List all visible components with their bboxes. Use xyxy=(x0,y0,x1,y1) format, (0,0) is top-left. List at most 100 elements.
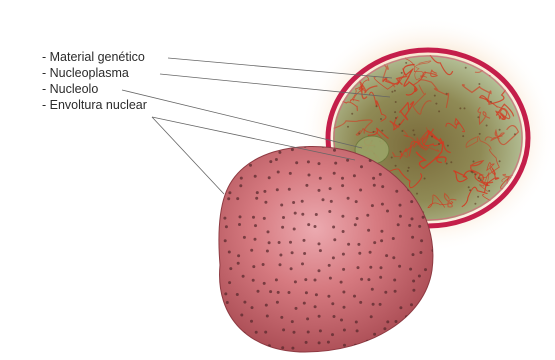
nuclear-pore xyxy=(333,172,336,175)
nuclear-pore xyxy=(224,292,227,295)
label-material-genetico: - Material genético xyxy=(42,50,145,65)
nuclear-pore xyxy=(342,268,345,271)
nuclear-pore xyxy=(277,291,280,294)
nuclear-pore xyxy=(250,320,253,323)
nuclear-pore xyxy=(238,158,241,161)
nucleoplasm-dot xyxy=(499,160,501,162)
nuclear-pore xyxy=(359,189,362,192)
nuclear-pore xyxy=(318,341,321,344)
nucleoplasm-dot xyxy=(490,101,492,103)
nuclear-pore xyxy=(410,200,413,203)
nucleoplasm-dot xyxy=(477,196,479,198)
nucleoplasm-dot xyxy=(408,167,410,169)
nuclear-pore xyxy=(318,189,321,192)
nuclear-pore xyxy=(268,176,271,179)
nuclear-pore xyxy=(252,216,255,219)
nuclear-pore xyxy=(411,236,414,239)
nucleoplasm-dot xyxy=(464,107,466,109)
nuclear-pore xyxy=(357,266,360,269)
nuclear-pore xyxy=(257,290,260,293)
nuclear-pore xyxy=(254,224,257,227)
nuclear-pore xyxy=(280,316,283,319)
nuclear-pore xyxy=(393,279,396,282)
nucleoplasm-dot xyxy=(358,133,360,135)
nuclear-pore xyxy=(306,317,309,320)
nucleoplasm-dot xyxy=(468,186,470,188)
nuclear-pore xyxy=(381,203,384,206)
nuclear-pore xyxy=(276,188,279,191)
nuclear-pore xyxy=(249,347,252,350)
nuclear-pore xyxy=(214,186,217,189)
nucleoplasm-dot xyxy=(412,129,414,131)
nuclear-pore xyxy=(269,290,272,293)
nucleoplasm-dot xyxy=(486,125,488,127)
nuclear-pore xyxy=(243,236,246,239)
nucleoplasm-dot xyxy=(407,170,409,172)
nuclear-pore xyxy=(254,238,257,241)
nuclear-pore xyxy=(395,331,398,334)
nuclear-pore xyxy=(282,216,285,219)
nuclear-pore xyxy=(277,171,280,174)
nuclear-pore xyxy=(216,254,219,257)
nuclear-pore xyxy=(331,302,334,305)
nuclear-pore xyxy=(294,212,297,215)
nuclear-pore xyxy=(291,347,294,350)
nucleoplasm-dot xyxy=(514,133,516,135)
nucleoplasm-dot xyxy=(394,111,396,113)
nuclear-pore xyxy=(342,253,345,256)
nuclear-pore xyxy=(355,321,358,324)
nuclear-pore xyxy=(432,329,435,332)
nucleoplasm-dot xyxy=(401,72,403,74)
nuclear-pore xyxy=(330,200,333,203)
nuclear-pore xyxy=(236,197,239,200)
nuclear-pore xyxy=(293,228,296,231)
nuclear-pore xyxy=(399,204,402,207)
nucleoplasm-dot xyxy=(438,143,440,145)
nucleoplasm-dot xyxy=(446,163,448,165)
nuclear-pore xyxy=(226,301,229,304)
nuclear-pore xyxy=(228,281,231,284)
nuclear-pore xyxy=(255,331,258,334)
nuclear-pore xyxy=(225,225,228,228)
nuclear-pore xyxy=(410,303,413,306)
nuclear-pore xyxy=(418,275,421,278)
nuclear-pore xyxy=(322,198,325,201)
nuclear-pore xyxy=(379,303,382,306)
nucleoplasm-dot xyxy=(474,203,476,205)
nucleoplasm-dot xyxy=(478,177,480,179)
nuclear-pore xyxy=(343,344,346,347)
label-nucleoplasma: - Nucleoplasma xyxy=(42,66,129,81)
nuclear-pore xyxy=(214,229,217,232)
nuclear-pore xyxy=(355,200,358,203)
nuclear-pore xyxy=(250,249,253,252)
nuclear-pore xyxy=(386,320,389,323)
nuclear-pore xyxy=(263,217,266,220)
nucleoplasm-dot xyxy=(400,151,402,153)
nuclear-pore xyxy=(332,256,335,259)
nuclear-pore xyxy=(307,331,310,334)
nuclear-pore xyxy=(360,278,363,281)
nuclear-pore xyxy=(372,303,375,306)
nuclear-pore xyxy=(328,264,331,267)
nuclear-pore xyxy=(423,330,426,333)
nucleoplasm-dot xyxy=(424,178,426,180)
nuclear-pore xyxy=(266,315,269,318)
nuclear-pore xyxy=(236,293,239,296)
nuclear-pore xyxy=(255,197,258,200)
nuclear-pore xyxy=(340,281,343,284)
nucleoplasm-dot xyxy=(499,129,501,131)
nuclear-pore xyxy=(318,315,321,318)
nuclear-pore xyxy=(268,149,271,152)
nuclear-pore xyxy=(333,315,336,318)
nuclear-pore xyxy=(243,301,246,304)
nuclear-pore xyxy=(405,333,408,336)
nuclear-pore xyxy=(249,164,252,167)
nucleoplasm-dot xyxy=(479,133,481,135)
nuclear-pore xyxy=(264,331,267,334)
nuclear-pore xyxy=(319,329,322,332)
nuclear-pore xyxy=(275,158,278,161)
nucleoplasm-dot xyxy=(351,113,353,115)
nuclear-pore xyxy=(332,226,335,229)
nucleoplasm-dot xyxy=(395,165,397,167)
nuclear-pore xyxy=(318,269,321,272)
